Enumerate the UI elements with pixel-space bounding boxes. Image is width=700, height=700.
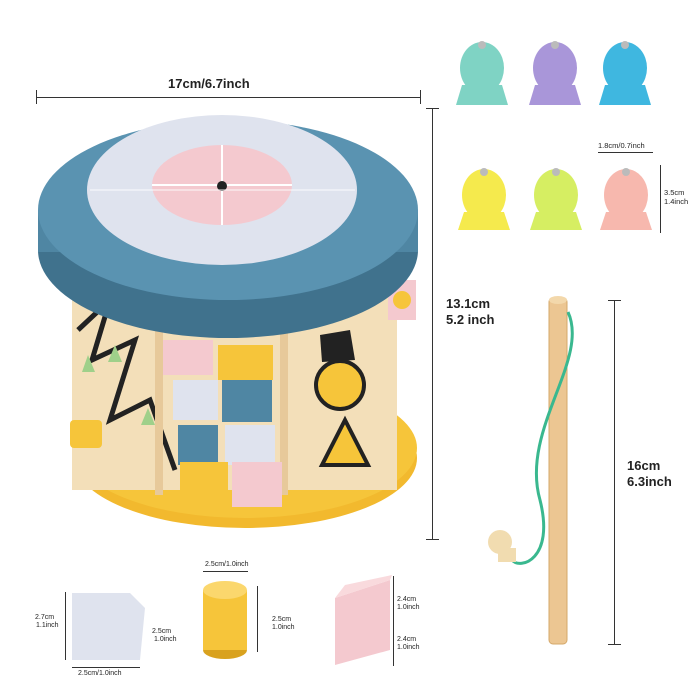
block1-height-cm-label: 2.7cm <box>35 614 55 621</box>
toy-width-line <box>36 97 421 98</box>
fish-5 <box>530 168 582 230</box>
block1-height-inch-label: 1.1inch <box>36 622 59 629</box>
cube-height-line <box>393 576 394 666</box>
cyl-top-line <box>203 571 248 572</box>
fish-width-label: 1.8cm/0.7inch <box>598 141 645 150</box>
pentagon-block <box>72 593 145 660</box>
fish-width-line <box>598 152 653 153</box>
fish-2 <box>529 41 581 105</box>
tick <box>608 644 621 645</box>
tick <box>608 300 621 301</box>
cyl-height-inch-label: 1.0inch <box>272 624 295 631</box>
fish-height-inch-label: 1.4inch <box>664 197 689 206</box>
toy-height-inch-label: 5.2 inch <box>446 312 495 327</box>
rod-length-line <box>614 300 615 645</box>
tick <box>36 90 37 104</box>
cube-bottom-inch-label: 1.0inch <box>397 644 420 651</box>
fish-6 <box>600 168 652 230</box>
fish-4 <box>458 168 510 230</box>
block1-bottom-label: 2.5cm/1.0inch <box>78 670 122 677</box>
fish-height-cm-label: 3.5cm <box>664 188 685 197</box>
block1-height-line <box>65 592 66 660</box>
fish-3 <box>599 41 651 105</box>
cylinder-block <box>203 581 247 659</box>
fish-1 <box>456 41 508 105</box>
fish-height-line <box>660 165 661 233</box>
block1-bottom-line <box>72 667 140 668</box>
toy-height-cm-label: 13.1cm <box>446 296 491 311</box>
cyl-height-cm-label: 2.5cm <box>272 616 292 623</box>
toy-height-line <box>432 108 433 540</box>
cube-top-inch-label: 1.0inch <box>397 604 420 611</box>
tick <box>426 108 439 109</box>
cube-bottom-cm-label: 2.4cm <box>397 636 417 643</box>
rod-length-inch-label: 6.3inch <box>627 474 672 489</box>
block1-side-inch-label: 1.0inch <box>154 636 177 643</box>
toy-width-label: 17cm/6.7inch <box>168 76 250 91</box>
tick <box>426 539 439 540</box>
cyl-height-line <box>257 586 258 652</box>
cube-top-cm-label: 2.4cm <box>397 596 417 603</box>
rod-length-cm-label: 16cm <box>627 458 661 473</box>
cube-block <box>335 575 392 665</box>
block1-side-cm-label: 2.5cm <box>152 628 172 635</box>
tick <box>420 90 421 104</box>
cyl-top-label: 2.5cm/1.0inch <box>205 561 249 568</box>
